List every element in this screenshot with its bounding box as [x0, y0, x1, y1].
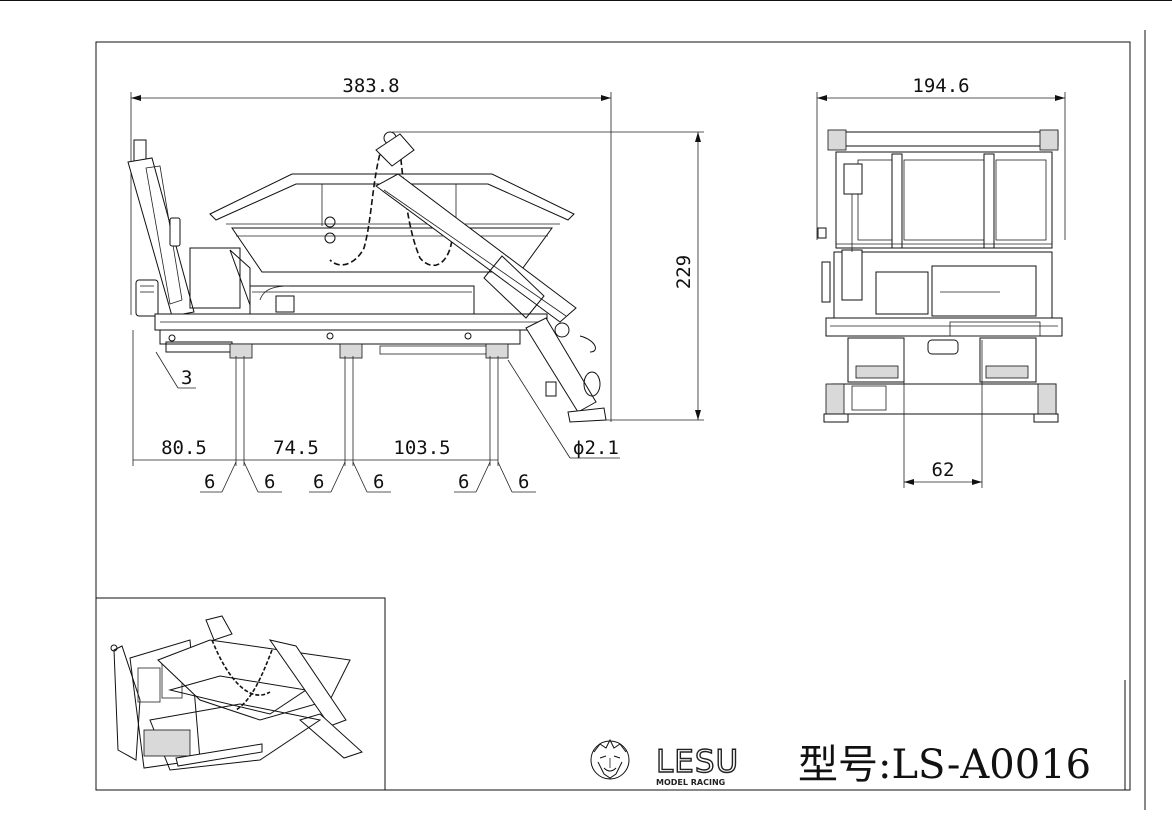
dim-phi-2-1: ϕ2.1 — [573, 437, 619, 459]
dimension-front-spacing: 62 — [903, 340, 983, 488]
iso-model — [110, 615, 363, 771]
side-view: 383.8 229 — [127, 75, 704, 493]
model-number: 型号:LS-A0016 — [798, 742, 1091, 788]
lion-logo — [590, 738, 630, 780]
dimension-offset-3: 3 — [155, 351, 196, 389]
lift-chains — [329, 131, 453, 267]
mount-brackets — [229, 343, 509, 359]
dim-229: 229 — [673, 255, 695, 289]
brand-name: LESU — [656, 744, 739, 780]
dim-62: 62 — [932, 459, 955, 481]
dimension-overall-width: 194.6 — [816, 75, 1066, 240]
dim-slot-b1: 6 — [313, 471, 324, 493]
dim-slot-a1: 6 — [204, 471, 215, 493]
iso-view — [95, 597, 386, 791]
sheet-border — [0, 0, 1172, 810]
dim-80-5: 80.5 — [161, 437, 207, 459]
front-grille — [835, 151, 1053, 249]
dimension-overall-length: 383.8 — [130, 75, 612, 422]
title-block: LESU MODEL RACING 型号:LS-A0016 — [590, 738, 1091, 788]
front-body — [817, 163, 1053, 319]
front-view: 194.6 — [816, 75, 1066, 488]
brand-subtitle: MODEL RACING — [656, 778, 725, 787]
stabiliser-leg — [525, 317, 607, 423]
dimension-overall-height: 229 — [392, 131, 704, 421]
dimension-slot-widths: 6 6 6 6 6 6 — [200, 461, 536, 493]
front-base — [823, 317, 1063, 423]
cab-tower — [127, 139, 251, 317]
dim-383-8: 383.8 — [342, 75, 399, 97]
lift-arm — [375, 173, 596, 353]
dim-slot-c1: 6 — [458, 471, 469, 493]
dim-103-5: 103.5 — [393, 437, 450, 459]
dim-slot-c2: 6 — [518, 471, 529, 493]
dim-slot-b2: 6 — [373, 471, 384, 493]
dimension-segments: 80.5 74.5 103.5 — [133, 437, 498, 461]
dim-3: 3 — [181, 367, 192, 389]
dim-194-6: 194.6 — [912, 75, 969, 97]
dim-slot-a2: 6 — [264, 471, 275, 493]
chassis-frame — [154, 285, 548, 355]
slot-extension-lines — [132, 330, 499, 466]
dim-74-5: 74.5 — [273, 437, 319, 459]
dimension-hole-diameter: ϕ2.1 — [507, 359, 620, 459]
